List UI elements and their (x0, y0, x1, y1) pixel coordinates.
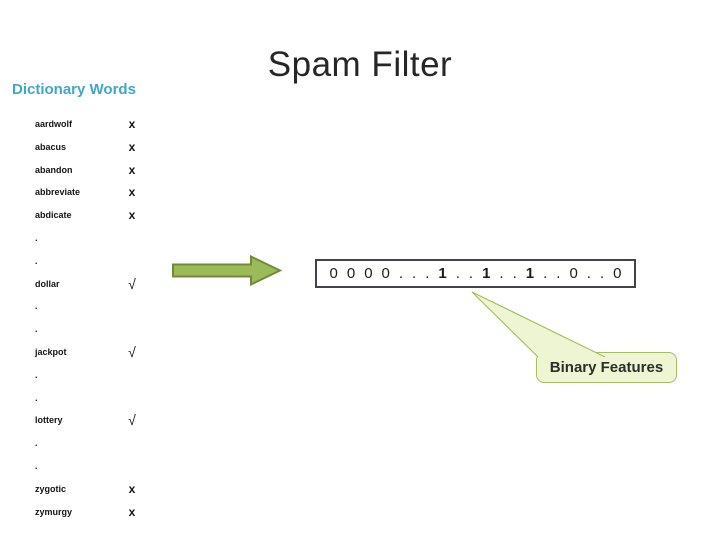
dictionary-words-heading: Dictionary Words (12, 81, 136, 98)
check-mark-icon: √ (128, 275, 136, 292)
x-mark-icon: x (128, 162, 136, 177)
right-arrow-icon (172, 255, 282, 286)
word-label: zygotic (35, 483, 67, 494)
word-label: . (35, 438, 38, 449)
vector-token: 1 (438, 265, 447, 282)
word-label: abdicate (35, 210, 72, 221)
x-mark-icon: x (128, 208, 136, 223)
word-label: jackpot (35, 347, 67, 358)
x-mark-icon: x (128, 116, 136, 131)
list-item: abbreviate x (35, 181, 165, 204)
callout-label: Binary Features (549, 359, 664, 376)
word-label: . (35, 232, 38, 243)
x-mark-icon: x (128, 139, 136, 154)
word-label: . (35, 324, 38, 335)
word-label: . (35, 392, 38, 403)
vector-token: 0 (346, 265, 356, 282)
list-item: . (35, 318, 165, 341)
x-mark-icon: x (128, 481, 136, 496)
vector-token: 1 (482, 265, 491, 282)
list-item: abacus x (35, 135, 165, 158)
list-item: . (35, 386, 165, 409)
word-label: dollar (35, 278, 60, 289)
vector-token: . (398, 265, 404, 282)
vector-token: 0 (381, 265, 390, 282)
check-mark-icon: √ (128, 344, 136, 361)
vector-token: . (556, 265, 561, 282)
list-item: jackpot √ (35, 341, 165, 364)
callout-tail-pointer (471, 291, 606, 358)
list-item: zygotic x (35, 478, 165, 501)
word-label: . (35, 369, 38, 380)
word-label: lottery (35, 415, 63, 426)
list-item: . (35, 455, 165, 478)
word-label: abacus (35, 141, 67, 152)
list-item: abandon x (35, 158, 165, 181)
vector-token: 1 (525, 265, 535, 282)
list-item: aardwolf x (35, 113, 165, 136)
list-item: abdicate x (35, 204, 165, 227)
list-item: . (35, 363, 165, 386)
vector-token: . (455, 265, 460, 282)
list-item: lottery √ (35, 409, 165, 432)
list-item: zymurgy x (35, 500, 165, 523)
word-label: . (35, 301, 38, 312)
vector-token: . (468, 265, 474, 282)
vector-token: 0 (364, 265, 373, 282)
list-item: dollar √ (35, 272, 165, 295)
list-item: . (35, 227, 165, 250)
x-mark-icon: x (128, 504, 136, 519)
vector-token: 0 (613, 265, 622, 282)
word-label: abandon (35, 164, 73, 175)
vector-token: . (425, 265, 430, 282)
list-item: . (35, 249, 165, 272)
vector-token: . (412, 265, 417, 282)
word-label: zymurgy (35, 506, 73, 517)
list-item: . (35, 295, 165, 318)
word-label: . (35, 255, 38, 266)
vector-token: . (586, 265, 591, 282)
page-title: Spam Filter (267, 45, 453, 84)
x-mark-icon: x (128, 185, 136, 200)
vector-token: 0 (329, 265, 338, 282)
vector-token: . (512, 265, 517, 282)
binary-features-callout: Binary Features (536, 352, 677, 383)
vector-token: . (499, 265, 504, 282)
check-mark-icon: √ (128, 412, 136, 429)
vector-token: 0 (569, 265, 578, 282)
list-item: . (35, 432, 165, 455)
word-label: aardwolf (35, 118, 73, 129)
word-label: . (35, 461, 38, 472)
vector-token: . (543, 265, 548, 282)
vector-token: . (599, 265, 605, 282)
word-label: abbreviate (35, 187, 81, 198)
